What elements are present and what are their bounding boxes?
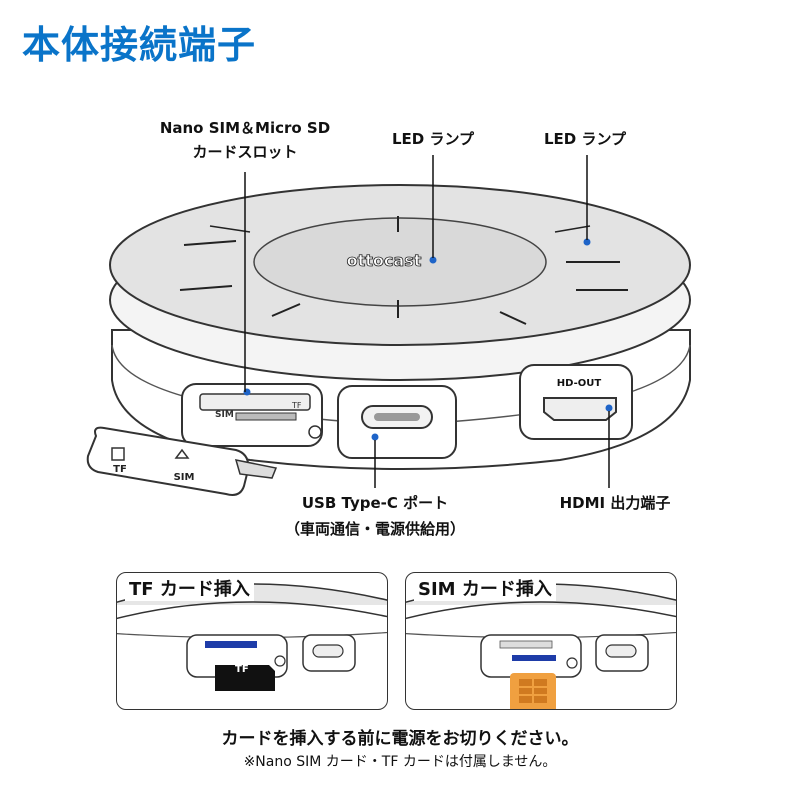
sim-sd-slot-label-line2: カードスロット	[192, 143, 298, 161]
page-title: 本体接続端子	[22, 23, 257, 67]
tf-insert-panel: TF カード挿入 TF	[116, 572, 388, 710]
led-label-edge: LED ランプ	[543, 130, 627, 148]
sim-insert-panel: SIM カード挿入	[405, 572, 677, 710]
led-dot-edge	[583, 238, 591, 246]
tf-card-label: TF	[235, 664, 249, 675]
hdmi-port-label: HD-OUT	[557, 378, 602, 389]
hdmi-label: HDMI 出力端子	[559, 494, 671, 512]
not-included-note: ※Nano SIM カード・TF カードは付属しません。	[243, 754, 557, 770]
brand-logo: ottocast	[347, 251, 422, 270]
svg-text:SIM: SIM	[174, 472, 195, 483]
sim-sd-slot-label-line1: Nano SIM＆Micro SD	[159, 119, 331, 137]
tf-insert-title: TF カード挿入	[125, 575, 254, 601]
svg-text:TF: TF	[113, 464, 127, 475]
power-off-warning: カードを挿入する前に電源をお切りください。	[221, 729, 579, 749]
usb-c-label-line1: USB Type-C ポート	[301, 494, 449, 512]
sim-insert-title: SIM カード挿入	[414, 575, 556, 601]
svg-text:SIM: SIM	[215, 410, 234, 420]
led-dot-center	[429, 256, 437, 264]
device-illustration: ottocast SIM TF HD-OUT TF SIM	[86, 155, 691, 496]
usb-c-label-line2: （車両通信・電源供給用）	[284, 520, 465, 538]
slot-cover: TF SIM	[86, 426, 278, 496]
svg-text:TF: TF	[291, 401, 302, 410]
led-label-center: LED ランプ	[391, 130, 475, 148]
